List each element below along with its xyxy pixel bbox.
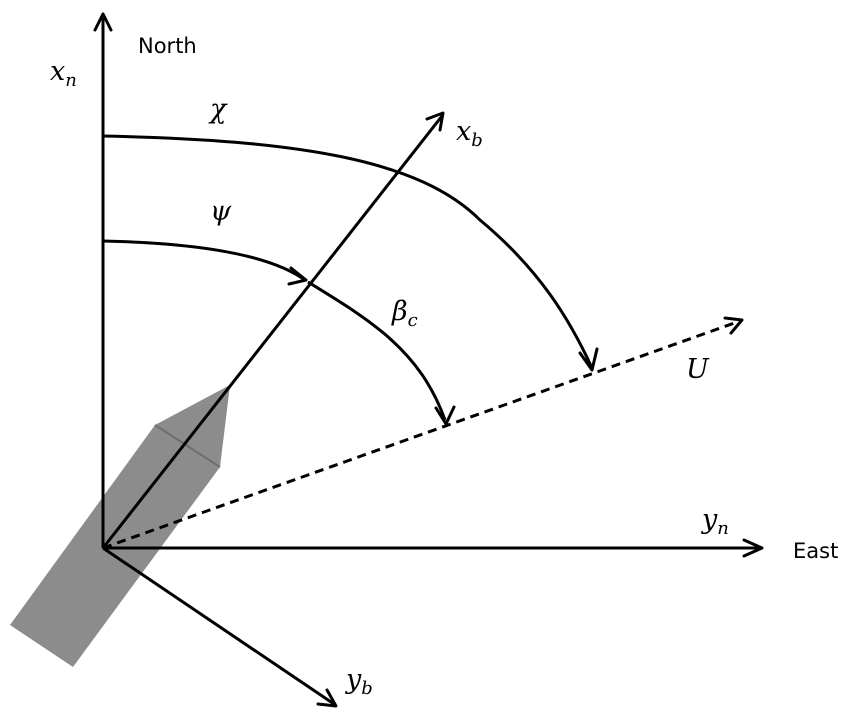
east-label: East [793, 539, 838, 563]
crab-angle-arc [307, 280, 456, 426]
vessel-bow [155, 385, 230, 467]
velocity-label: U [686, 354, 710, 385]
chi-label: χ [208, 94, 228, 125]
vessel-deck-line [154, 424, 221, 468]
beta-c-label: βc [391, 296, 418, 331]
psi-label: ψ [210, 196, 232, 227]
north-axis-arrowhead [93, 12, 113, 32]
xn-label: xn [50, 56, 77, 91]
body-x-axis [101, 111, 445, 549]
east-axis-arrowhead [742, 538, 764, 558]
velocity-vector-arrowhead [723, 316, 744, 335]
crab-angle-arrowhead [434, 405, 456, 426]
vessel-shape [10, 385, 230, 667]
yb-label: yb [345, 664, 373, 699]
yn-label: yn [701, 504, 729, 539]
north-axis [93, 12, 113, 548]
course-angle-arrowhead [578, 347, 599, 372]
north-label: North [138, 34, 197, 58]
xb-label: xb [456, 116, 483, 151]
velocity-vector [102, 316, 744, 550]
heading-angle-arc [102, 239, 308, 286]
vessel-hull [10, 425, 220, 667]
body-y-axis-arrowhead [316, 688, 338, 708]
body-x-axis-arrowhead [425, 111, 445, 132]
course-angle-arc [102, 134, 599, 372]
body-y-axis [102, 546, 338, 708]
heading-angle-arrowhead [287, 266, 308, 286]
east-axis [103, 538, 764, 558]
